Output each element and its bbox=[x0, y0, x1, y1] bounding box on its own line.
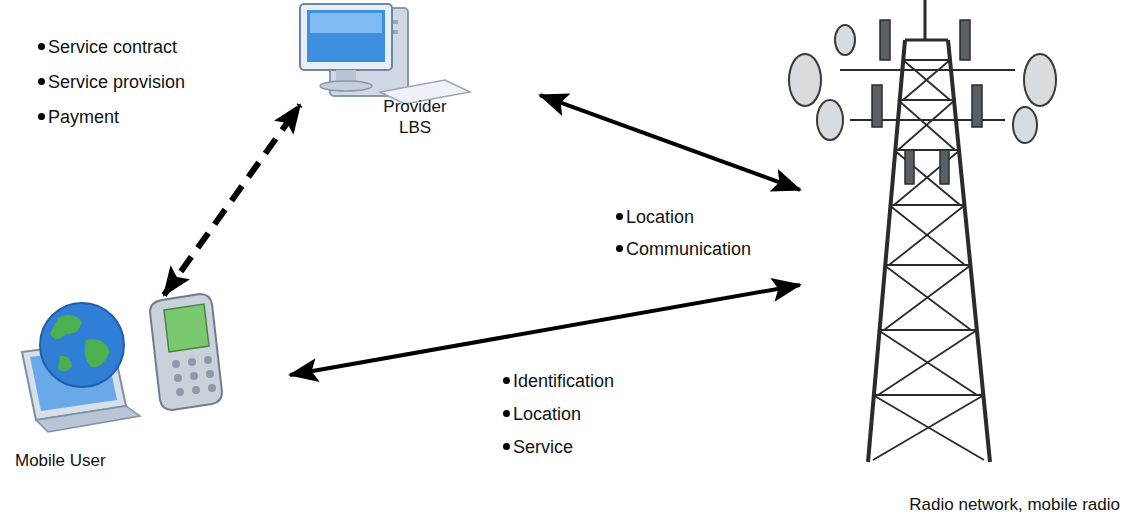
bullet-item: Payment bbox=[38, 106, 119, 128]
mobile-user-node: Mobile User bbox=[10, 295, 290, 490]
node-label-wrap: Radio network, mobile radio bbox=[820, 494, 1120, 515]
bullet-dot bbox=[616, 213, 623, 220]
bullet-dot bbox=[503, 377, 510, 384]
computer-icon bbox=[300, 4, 470, 104]
bullet-dot bbox=[38, 113, 45, 120]
bullet-item: Service provision bbox=[38, 71, 185, 93]
bullet-text: Service provision bbox=[48, 72, 185, 92]
bullet-text: Service contract bbox=[48, 37, 177, 57]
bullet-text: Communication bbox=[626, 239, 751, 259]
bullet-item: Service contract bbox=[38, 36, 177, 58]
bullet-text: Identification bbox=[513, 371, 614, 391]
provider-node: Provider LBS bbox=[300, 0, 540, 140]
radio-tower-node: Radio network, mobile radio bbox=[800, 0, 1122, 520]
dashed-arrow bbox=[164, 105, 300, 295]
node-label-wrap: Provider LBS bbox=[355, 96, 475, 138]
mobile-user-icon bbox=[22, 294, 222, 432]
double-arrow bbox=[290, 285, 800, 375]
bullet-item: Identification bbox=[503, 370, 614, 392]
bullet-dot bbox=[616, 245, 623, 252]
bullet-text: Location bbox=[513, 404, 581, 424]
double-arrow bbox=[540, 95, 800, 190]
bullet-dot bbox=[503, 443, 510, 450]
bullet-item: Location bbox=[616, 206, 694, 228]
bullet-item: Location bbox=[503, 403, 581, 425]
node-label-wrap: Mobile User bbox=[15, 450, 215, 471]
bullet-text: Location bbox=[626, 207, 694, 227]
node-label: Provider LBS bbox=[383, 96, 446, 138]
bullet-item: Communication bbox=[616, 238, 751, 260]
bullet-dot bbox=[503, 410, 510, 417]
bullet-dot bbox=[38, 43, 45, 50]
radio-tower bbox=[789, 0, 1056, 462]
node-label: Radio network, mobile radio bbox=[909, 494, 1120, 515]
bullet-dot bbox=[38, 78, 45, 85]
node-label: Mobile User bbox=[15, 450, 106, 471]
bullet-text: Payment bbox=[48, 107, 119, 127]
bullet-text: Service bbox=[513, 437, 573, 457]
bullet-item: Service bbox=[503, 436, 573, 458]
